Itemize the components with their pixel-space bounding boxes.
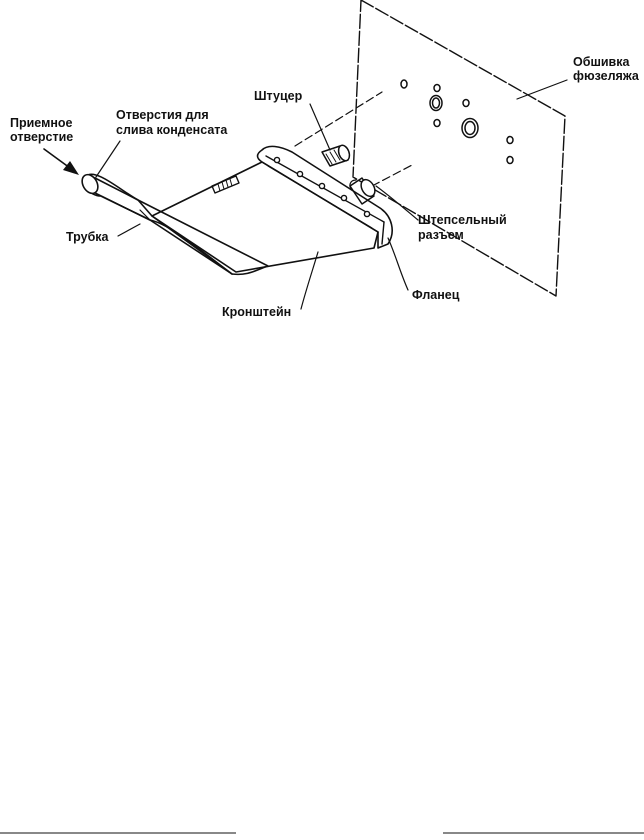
label-fuselage-skin-1: Обшивка xyxy=(573,55,630,69)
label-intake-opening-1: Приемное xyxy=(10,116,73,130)
fuselage-skin-panel xyxy=(352,0,566,297)
label-plug-connector-2: разъем xyxy=(418,228,464,242)
label-fuselage-skin-2: фюзеляжа xyxy=(573,69,640,83)
labels: Приемное отверстие Отверстия для слива к… xyxy=(10,55,640,319)
label-tube: Трубка xyxy=(66,230,110,244)
leader-lines xyxy=(95,79,568,310)
label-bracket: Кронштейн xyxy=(222,305,291,319)
intake-arrow xyxy=(43,148,79,175)
alignment-lines xyxy=(294,91,415,187)
bracket xyxy=(151,161,379,273)
label-drain-holes-2: слива конденсата xyxy=(116,123,228,137)
label-drain-holes-1: Отверстия для xyxy=(116,108,209,122)
pitot-tube xyxy=(81,173,269,276)
label-intake-opening-2: отверстие xyxy=(10,130,73,144)
union-fitting xyxy=(321,144,351,167)
plug-connector xyxy=(349,177,376,205)
label-flange: Фланец xyxy=(412,288,460,302)
label-union: Штуцер xyxy=(254,89,303,103)
mounting-bolt xyxy=(211,175,240,194)
flange xyxy=(256,145,393,249)
label-plug-connector-1: Штепсельный xyxy=(418,213,507,227)
